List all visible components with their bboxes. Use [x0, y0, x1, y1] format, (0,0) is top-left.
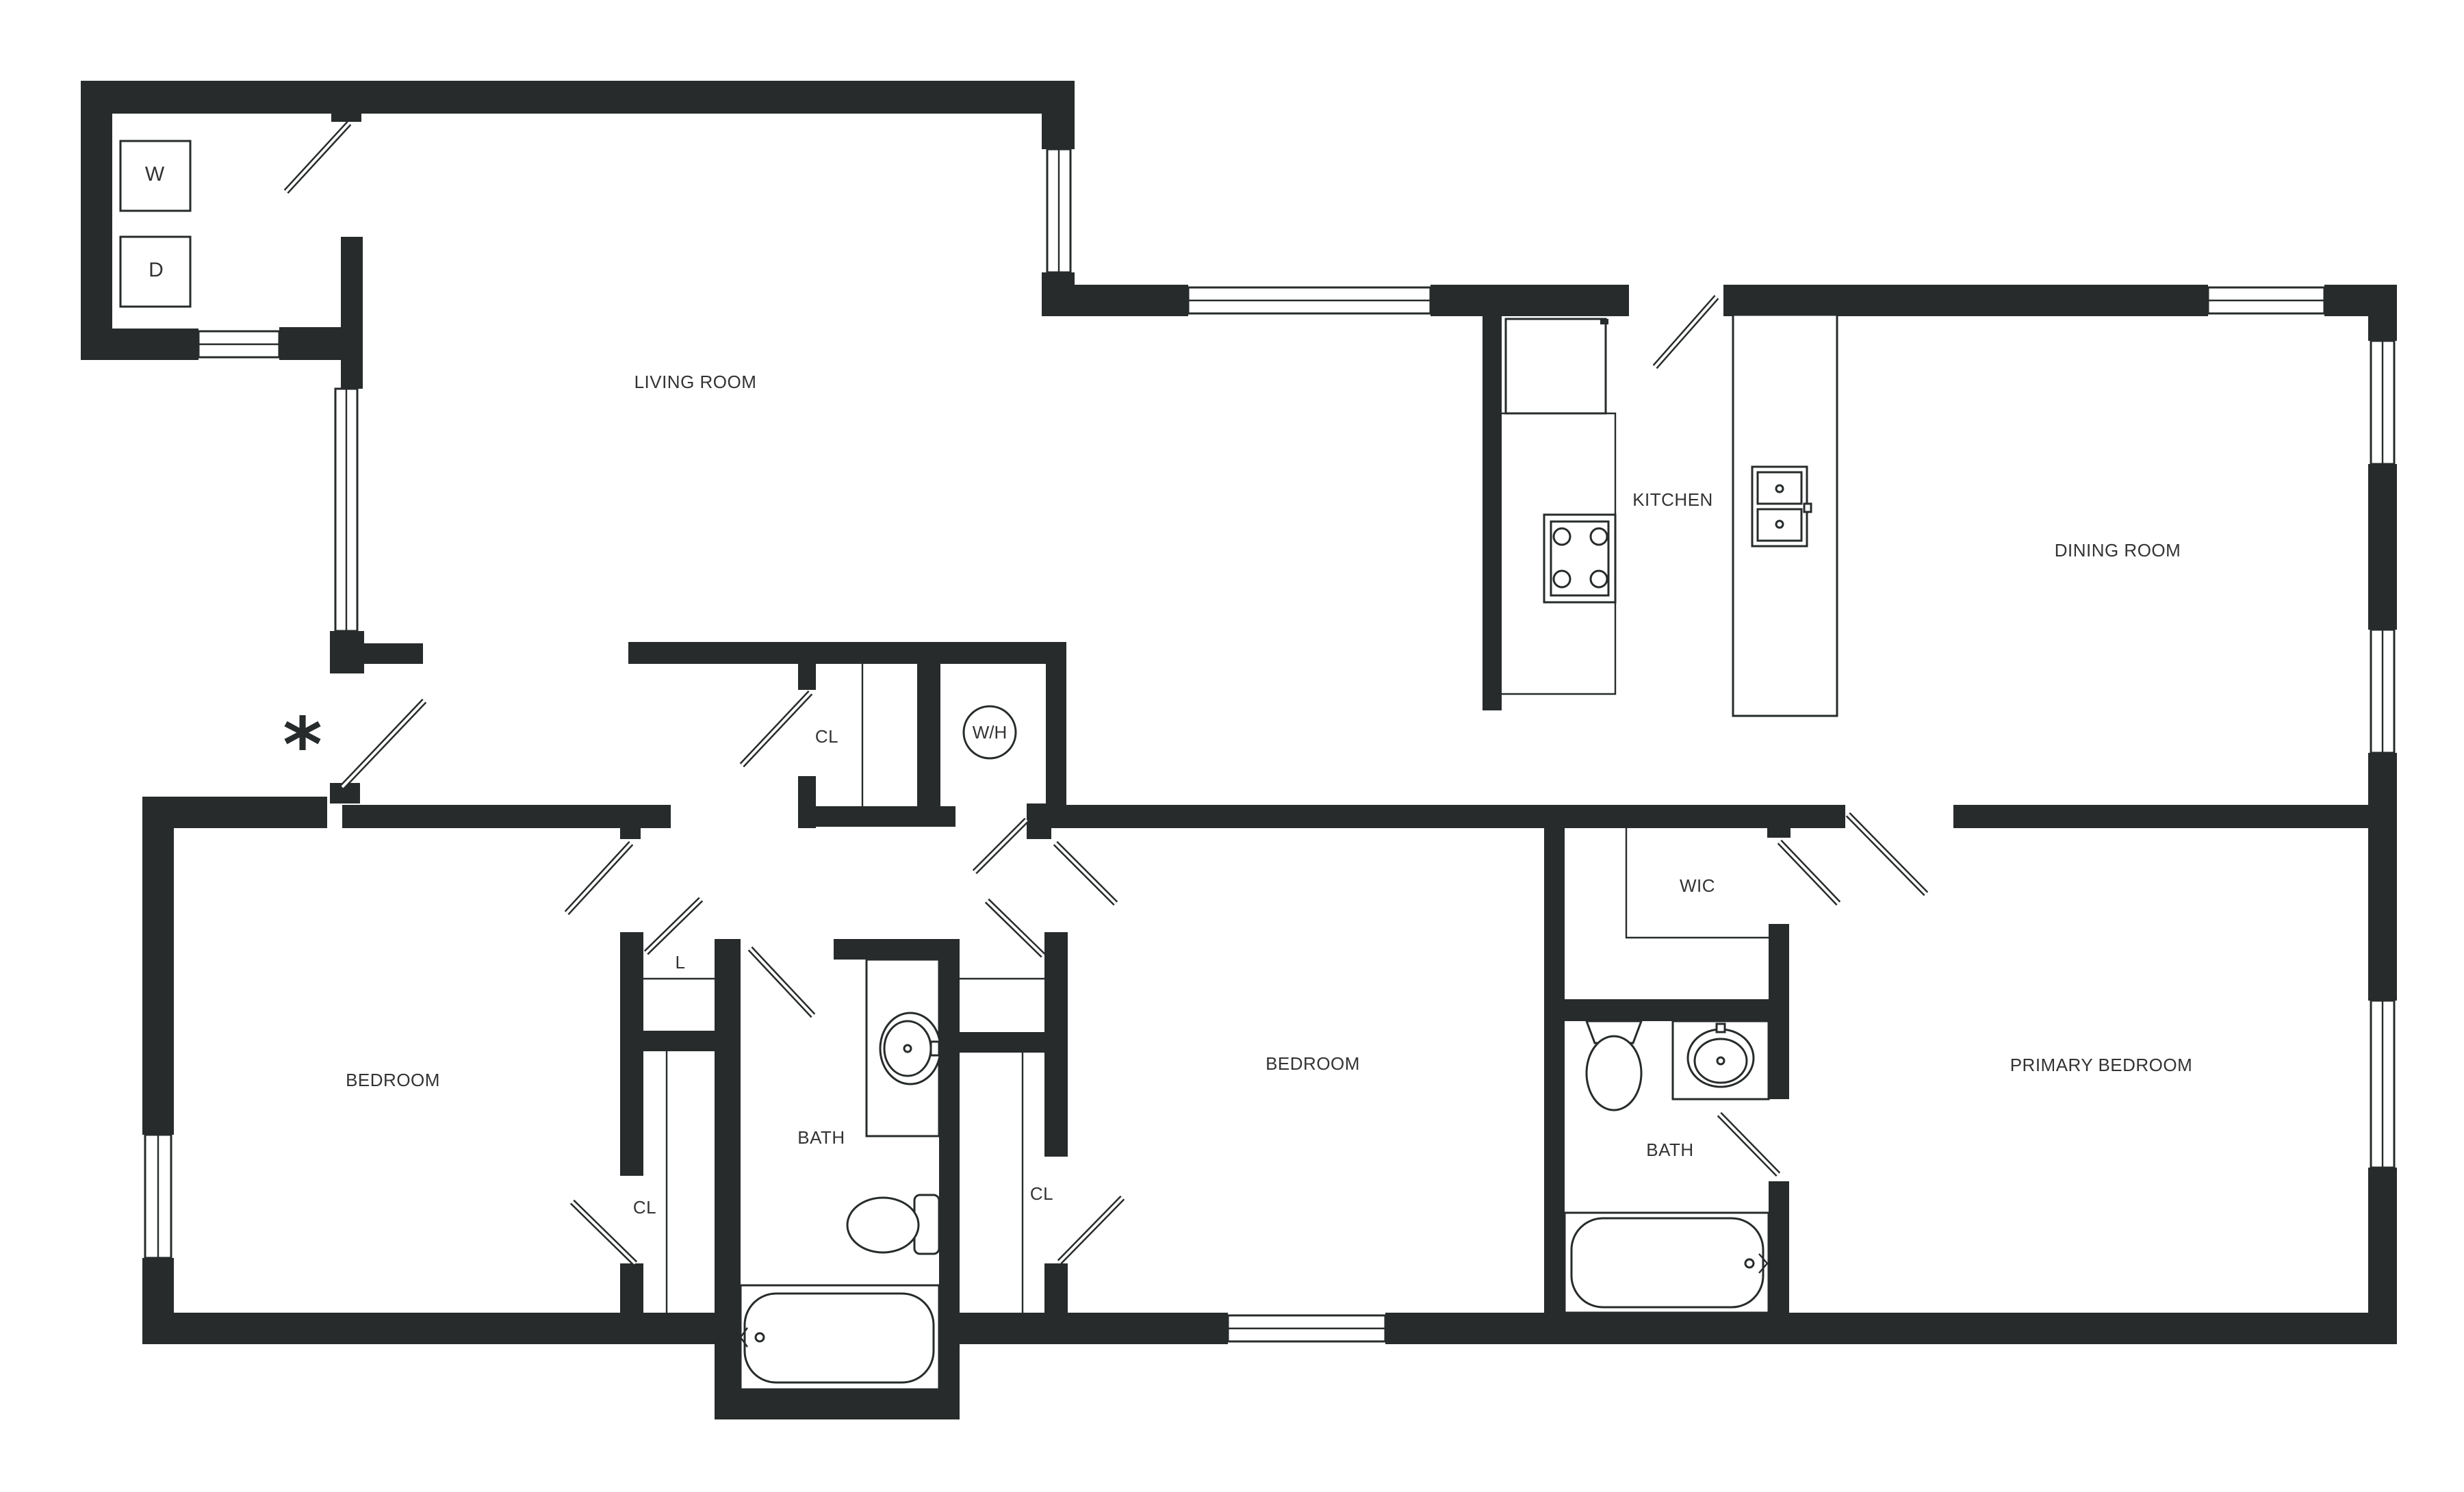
wall-hall-closet-top [628, 642, 1066, 664]
door-stop-bed-left [620, 821, 641, 839]
wall-mid-c [1040, 805, 1845, 828]
wall-east-b [2368, 464, 2397, 630]
label-dining-room: DINING ROOM [2055, 540, 2181, 561]
wall-kitchen-west [1483, 285, 1502, 710]
vanity-center [865, 958, 942, 1137]
wall-north-mid-a [1042, 285, 1188, 316]
walls [81, 81, 2397, 1419]
toilet-right [1584, 1020, 1643, 1111]
doors [283, 120, 1929, 1266]
bathtub-right [1563, 1211, 1770, 1314]
wall-linen-bottom [643, 1031, 715, 1051]
dryer-label: D [149, 259, 164, 281]
wall-bath-right-west [1544, 805, 1565, 1332]
label-bedroom-center: BEDROOM [1266, 1053, 1360, 1074]
wall-south-right [1385, 1313, 2397, 1344]
stove [1543, 513, 1617, 604]
fixtures: W D W/H [119, 140, 1812, 1391]
wall-living-west-stub-b [364, 643, 423, 664]
wall-laundry-east [341, 237, 363, 389]
wall-north-step-a [1042, 81, 1075, 149]
wall-mid-a [142, 797, 327, 828]
label-linen: L [676, 952, 686, 973]
vanity-right [1671, 1020, 1770, 1101]
door-stop-laundry [331, 110, 361, 122]
label-living-room: LIVING ROOM [634, 372, 757, 392]
wall-east-a [2368, 285, 2397, 341]
label-bath-center: BATH [797, 1127, 845, 1148]
wall-closet-left-a [620, 932, 643, 1176]
wall-hall-closet-a [798, 642, 816, 690]
toilet-center [846, 1194, 940, 1255]
water-heater [962, 705, 1017, 760]
wall-bath-top [834, 939, 960, 960]
bathtub-center [739, 1284, 940, 1391]
wall-mid-b [342, 805, 671, 828]
wall-closet-left-b [620, 1263, 643, 1332]
washer-label: W [145, 163, 165, 185]
wall-laundry-south-a [81, 329, 198, 360]
wall-west-a [142, 797, 174, 1135]
water-heater-label: W/H [973, 722, 1008, 743]
label-primary-bedroom: PRIMARY BEDROOM [2010, 1055, 2193, 1075]
wall-bath-east [939, 939, 960, 1419]
wall-wh-west [917, 642, 940, 806]
wall-closet-center-b [1044, 1263, 1068, 1332]
wall-laundry-west [81, 81, 112, 360]
kitchen-sink [1751, 465, 1812, 548]
wall-hall-closet-bottom [798, 806, 955, 827]
wall-living-west-stub [330, 631, 364, 673]
wall-mid-d [1953, 805, 2397, 828]
wall-bath-west [715, 939, 741, 1419]
wall-north-top [81, 81, 1075, 114]
wall-wh-east [1046, 642, 1066, 805]
label-bedroom-left: BEDROOM [346, 1070, 440, 1090]
wall-bath-right-east-b [1769, 1181, 1789, 1332]
label-kitchen: KITCHEN [1632, 489, 1713, 510]
wall-north-mid-b [1430, 285, 1629, 316]
wall-west-b [142, 1258, 174, 1344]
wall-bath-right-east-a [1769, 924, 1789, 1099]
door-stop-wic [1767, 821, 1791, 838]
room-labels: LIVING ROOM KITCHEN DINING ROOM BEDROOM … [283, 372, 2192, 1218]
wall-wic-bottom [1544, 999, 1789, 1021]
entry-marker: * [283, 701, 322, 788]
wall-east-c [2368, 753, 2397, 1001]
wall-bath-south [715, 1389, 960, 1419]
shelf-wic [1625, 828, 1769, 939]
wall-north-right [1723, 285, 2208, 316]
wall-closet-center-a [1044, 932, 1068, 1157]
dryer [119, 235, 192, 308]
label-closet-center: CL [1030, 1183, 1053, 1204]
label-closet-left: CL [633, 1197, 656, 1218]
label-wic: WIC [1680, 875, 1715, 896]
wall-center-closet-top [960, 1032, 1053, 1053]
windows [144, 148, 2396, 1343]
label-bath-right: BATH [1646, 1140, 1693, 1160]
washer [119, 140, 192, 212]
refrigerator [1504, 318, 1607, 415]
label-closet-hall: CL [815, 726, 838, 747]
